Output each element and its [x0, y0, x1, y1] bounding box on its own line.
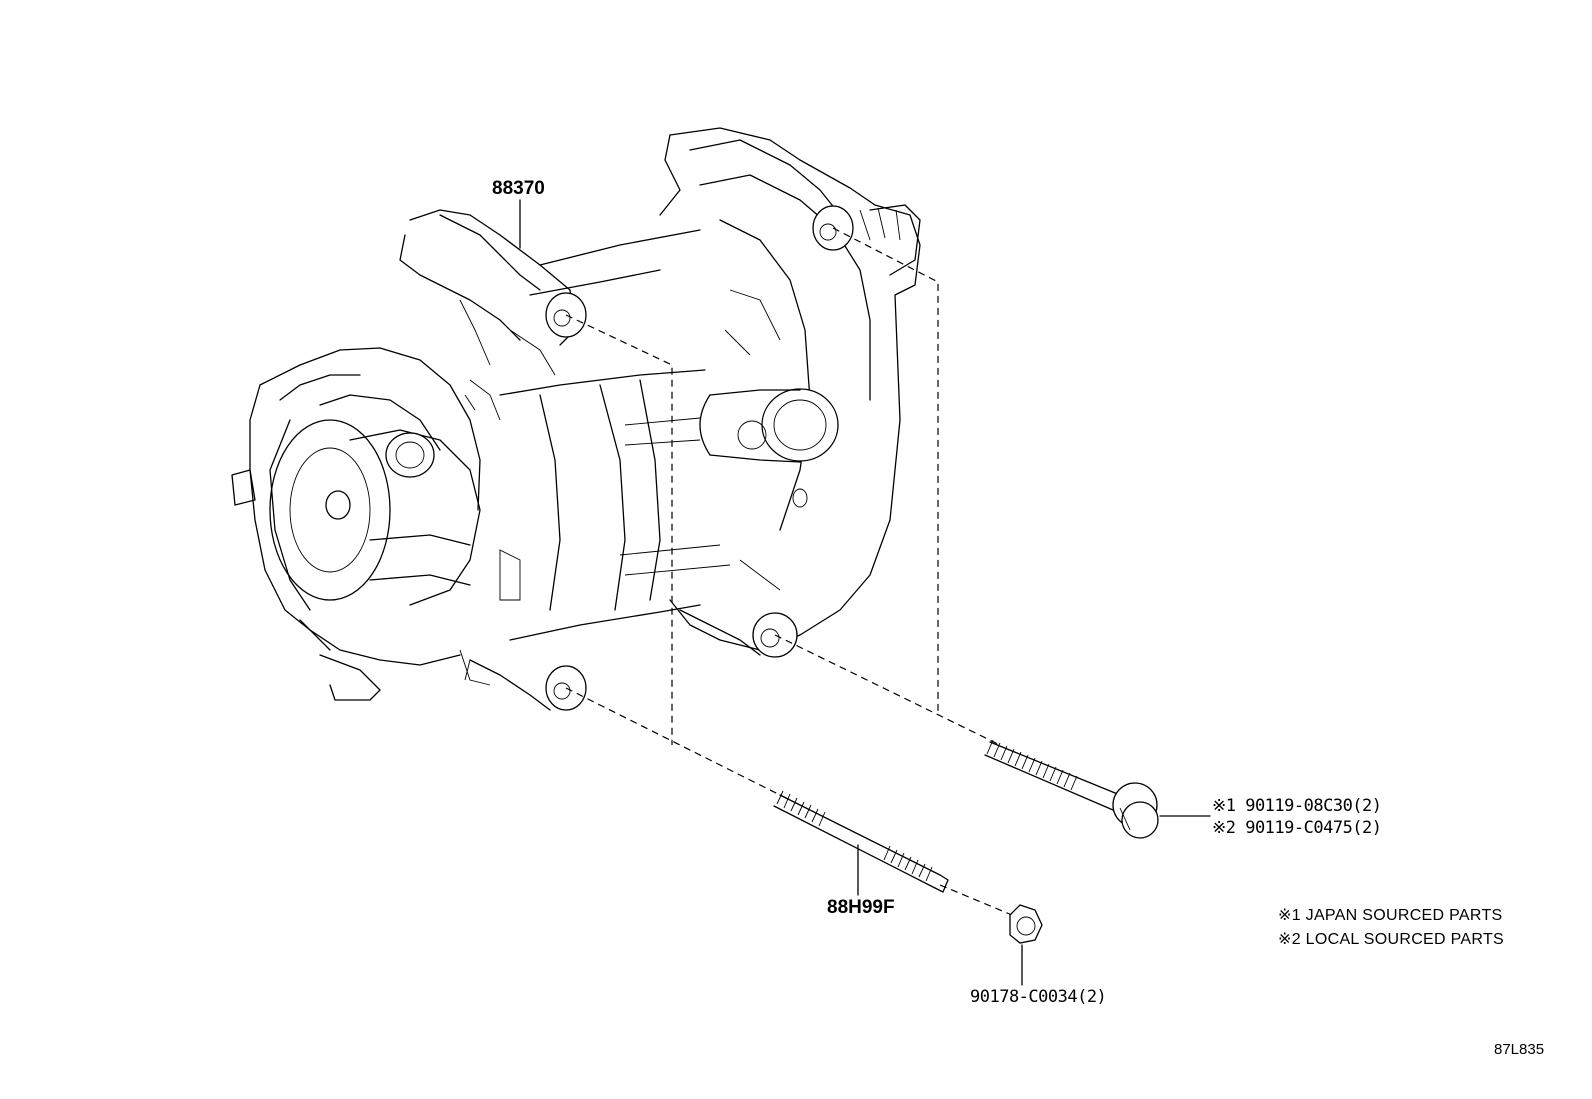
note-japan-sourced: ※1 JAPAN SOURCED PARTS: [1278, 907, 1503, 924]
flange-bolt: [984, 739, 1159, 839]
compressor-assembly: [231, 127, 921, 711]
callout-lines: [519, 199, 1211, 986]
stud-bolt: [773, 790, 949, 893]
callout-88h99f: 88H99F: [827, 897, 895, 918]
callout-90119-japan: ※1 90119-08C30(2): [1212, 796, 1382, 816]
illustration-id: 87L835: [1494, 1041, 1545, 1058]
assembly-leader-lines: [565, 227, 1013, 916]
callout-90119-local: ※2 90119-C0475(2): [1212, 818, 1382, 838]
callout-88370: 88370: [492, 178, 545, 199]
note-local-sourced: ※2 LOCAL SOURCED PARTS: [1278, 931, 1504, 948]
callout-90178: 90178-C0034(2): [970, 987, 1107, 1007]
hex-nut: [1009, 904, 1043, 944]
